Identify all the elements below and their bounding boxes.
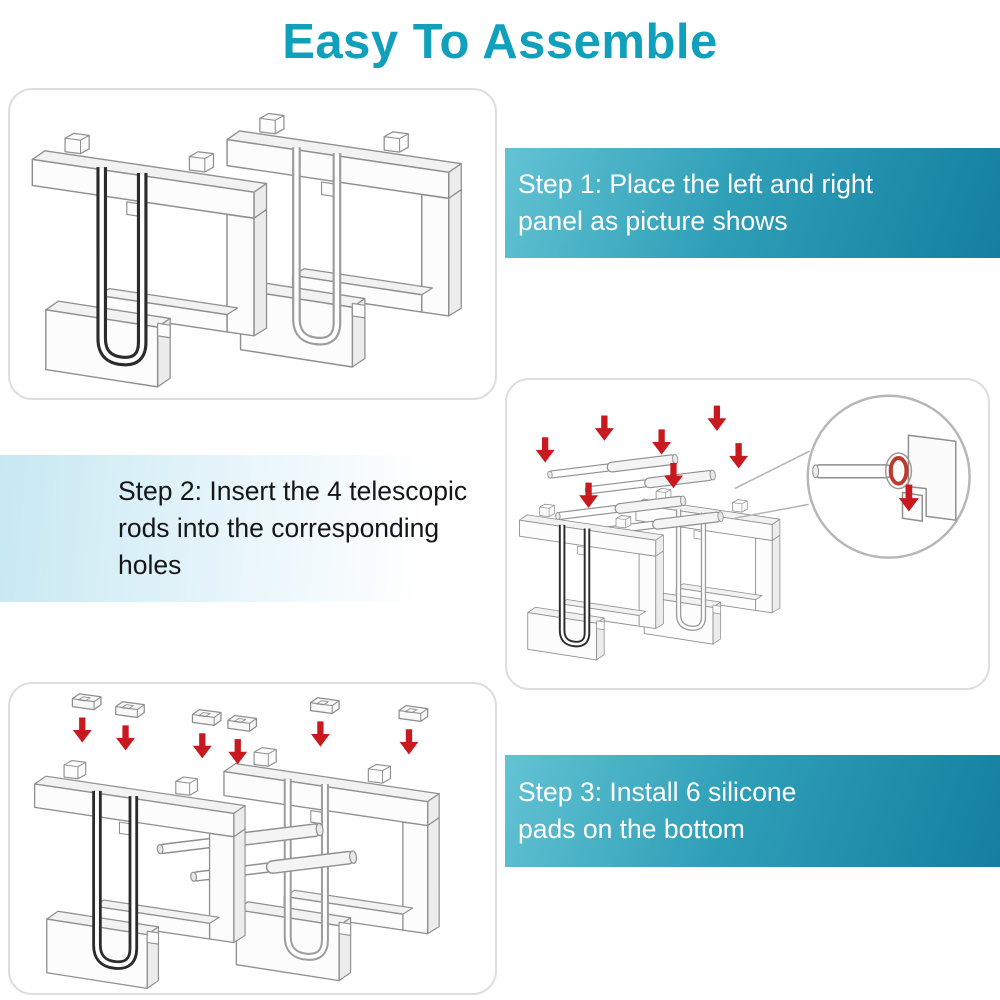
zoom-detail-circle [734,394,971,559]
step2-banner: Step 2: Insert the 4 telescopic rods int… [0,455,497,602]
step2-text: Step 2: Insert the 4 telescopic rods int… [118,475,468,581]
red-down-arrow-icons [535,405,749,508]
step3-banner: Step 3: Install 6 silicone pads on the b… [505,755,1000,867]
rods-insert-drawing [519,394,971,661]
left-panel-figure [31,132,268,388]
step2-illustration-panel [505,378,990,690]
left-panel-figure [33,759,246,990]
step3-text: Step 3: Install 6 silicone pads on the b… [518,776,797,844]
step3-illustration-panel [8,682,497,995]
panels-placed-drawing [31,112,462,388]
silicone-pads-drawing [33,693,440,990]
grommet-ring-highlight [888,456,909,486]
step1-illustration-panel [8,88,497,400]
step1-text: Step 1: Place the left and right panel a… [518,168,874,236]
step1-banner: Step 1: Place the left and right panel a… [505,148,1000,258]
page-title: Easy To Assemble [282,15,718,69]
